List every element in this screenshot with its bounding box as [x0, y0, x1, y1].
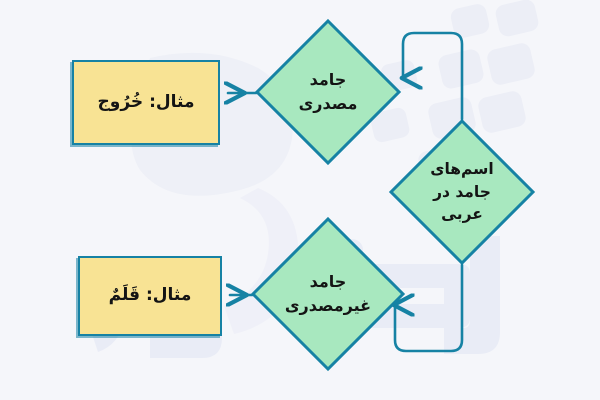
node-example-khoruj[interactable]: مثال: خُرُوج: [72, 60, 220, 145]
node-root-label-line-2: جامد در: [433, 182, 491, 201]
edge-root-to-masdari: [403, 31, 464, 121]
node-example-khoruj-label: مثال: خُرُوج: [97, 91, 195, 112]
diamond-shape: [388, 118, 536, 266]
node-example-qalam-label: مثال: قَلَمٌ: [108, 285, 192, 306]
node-jamed-ghayr-masdari[interactable]: جامد غیرمصدری: [250, 216, 406, 372]
node-jamed-ghayr-masdari-label-line-1: جامد: [309, 272, 347, 292]
node-jamed-masdari-label-line-2: مصدری: [298, 94, 358, 113]
node-root-label-line-1: اسم‌های: [430, 159, 494, 178]
diamond-shape: [250, 216, 406, 372]
node-example-qalam[interactable]: مثال: قَلَمٌ: [78, 256, 222, 336]
node-jamed-ghayr-masdari-label: جامد غیرمصدری: [279, 270, 377, 317]
diamond-shape: [254, 18, 402, 166]
node-root-label-line-3: عربی: [441, 205, 483, 224]
node-jamed-masdari-label-line-1: جامد: [309, 70, 347, 90]
node-jamed-masdari-label: جامد مصدری: [293, 68, 364, 115]
node-jamed-ghayr-masdari-label-line-2: غیرمصدری: [284, 296, 372, 315]
node-jamed-masdari[interactable]: جامد مصدری: [254, 18, 402, 166]
node-root-label: اسم‌های جامد در عربی: [424, 158, 499, 227]
node-root-asmhaye-jamed[interactable]: اسم‌های جامد در عربی: [388, 118, 536, 266]
